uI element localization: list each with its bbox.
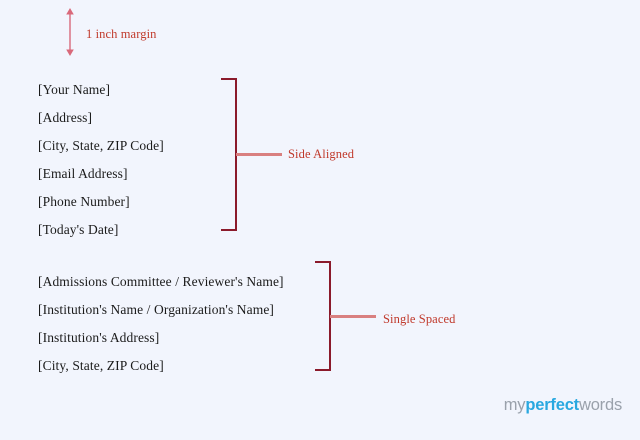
doc-line: [Institution's Address] <box>38 330 160 345</box>
bracket-cap-bottom <box>315 369 331 371</box>
doc-line: [Email Address] <box>38 166 128 181</box>
doc-line: [Today's Date] <box>38 222 119 237</box>
recipient-block-bracket <box>315 261 377 371</box>
sender-address-block: [Your Name] [Address] [City, State, ZIP … <box>38 76 164 244</box>
recipient-address-block: [Admissions Committee / Reviewer's Name]… <box>38 268 284 380</box>
sender-block-bracket <box>221 78 283 231</box>
logo-text-perfect: perfect <box>525 396 579 414</box>
doc-line: [Institution's Name / Organization's Nam… <box>38 302 275 317</box>
doc-line: [City, State, ZIP Code] <box>38 138 164 153</box>
logo-text-my: my <box>503 396 526 414</box>
bracket-leader-tick <box>330 314 376 318</box>
logo-text-words: words <box>578 396 622 414</box>
doc-line: [City, State, ZIP Code] <box>38 358 164 373</box>
bracket-cap-bottom <box>221 229 237 231</box>
margin-annotation-label: 1 inch margin <box>86 27 157 41</box>
myperfectwords-logo: myperfectwords <box>504 396 622 415</box>
margin-arrow <box>60 8 80 56</box>
bracket-leader-tick <box>236 153 282 156</box>
doc-line: [Address] <box>38 110 93 125</box>
doc-line: [Admissions Committee / Reviewer's Name] <box>38 274 284 289</box>
doc-line: [Phone Number] <box>38 194 130 209</box>
double-headed-vertical-arrow-icon <box>66 8 74 56</box>
single-spaced-annotation-label: Single Spaced <box>383 312 456 326</box>
bracket-cap-top <box>315 261 331 263</box>
side-aligned-annotation-label: Side Aligned <box>288 147 355 161</box>
doc-line: [Your Name] <box>38 82 111 97</box>
bracket-cap-top <box>221 78 237 80</box>
